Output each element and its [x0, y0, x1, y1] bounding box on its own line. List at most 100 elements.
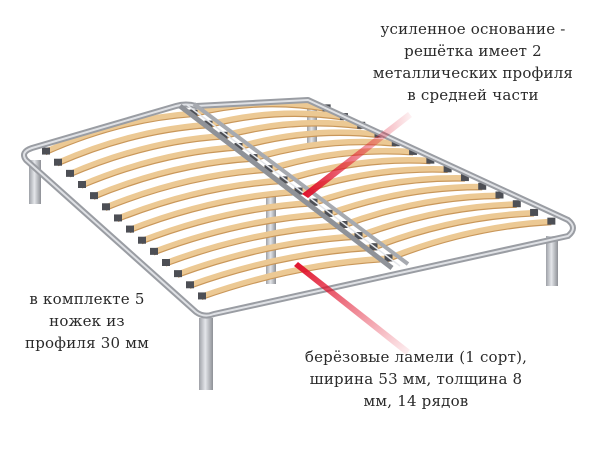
slat-edge-right-12	[358, 206, 517, 240]
leg-front-left	[199, 318, 213, 390]
slat-right-4	[237, 129, 379, 150]
slat-right-11	[342, 192, 500, 228]
slat-right-9	[312, 174, 465, 206]
slat-edge-right-14	[388, 224, 552, 262]
center-profile-1	[178, 104, 394, 270]
slat-holder-right-12-1	[354, 232, 363, 240]
slat-left-9	[140, 199, 314, 244]
slat-holder-right-10-2	[478, 182, 487, 190]
slat-holder-right-5-1	[249, 154, 258, 162]
slat-right-14	[387, 218, 552, 262]
leg-middle-support	[266, 196, 276, 284]
slat-left-8	[128, 188, 299, 233]
slat-holder-left-13-1	[186, 281, 194, 289]
slat-holder-right-1-1	[189, 109, 198, 117]
slat-edge-left-5	[93, 160, 254, 200]
slat-edge-left-7	[117, 182, 284, 222]
slats-group	[42, 100, 556, 300]
slat-holder-right-11-2	[495, 191, 504, 199]
slat-right-7	[282, 157, 431, 184]
slat-left-1	[44, 110, 194, 155]
slat-edge-left-11	[165, 227, 344, 267]
slat-edge-right-7	[283, 162, 431, 184]
slat-holder-right-4-1	[234, 143, 243, 150]
slat-left-2	[56, 121, 209, 166]
slat-right-6	[267, 147, 414, 173]
slat-edge-left-8	[129, 193, 299, 234]
slat-left-6	[104, 166, 269, 211]
slat-edge-left-13	[189, 249, 374, 289]
slat-edge-right-10	[328, 189, 483, 218]
slat-right-10	[327, 183, 483, 217]
slat-edge-right-11	[343, 197, 500, 229]
slat-holder-right-11-1	[339, 221, 348, 228]
slat-holder-right-6-1	[264, 165, 273, 173]
frame-outer-highlight	[23, 99, 574, 317]
leg-front-right	[546, 236, 558, 286]
annotation-slats: берёзовые ламели (1 сорт), ширина 53 мм,…	[304, 348, 528, 410]
slat-left-7	[116, 177, 284, 222]
slat-edge-right-6	[268, 153, 414, 173]
slat-holder-right-3-1	[219, 131, 228, 139]
slat-left-3	[68, 132, 224, 177]
center-profile-2	[192, 102, 410, 266]
legs-group	[29, 108, 558, 390]
slat-edge-left-14	[201, 260, 389, 300]
slat-left-5	[92, 155, 254, 199]
slat-holder-left-7-1	[114, 214, 122, 222]
slat-left-14	[200, 255, 389, 300]
slat-right-2	[207, 110, 345, 128]
slat-edge-left-9	[141, 205, 314, 245]
slat-edge-right-13	[373, 215, 535, 251]
leg-back-right	[307, 108, 317, 148]
slat-left-12	[176, 233, 359, 277]
slat-edge-left-3	[69, 138, 224, 178]
slat-holder-right-8-1	[294, 187, 303, 195]
slat-holder-right-14-2	[547, 217, 556, 225]
slat-edge-left-1	[45, 115, 194, 156]
arrow-reinforced-base	[302, 112, 412, 198]
slat-holder-left-5-1	[90, 192, 98, 200]
annotation-arrows	[294, 112, 412, 355]
slat-edge-right-4	[238, 134, 379, 151]
slat-left-10	[152, 210, 329, 255]
annotation-reinforced-base: усиленное основание - решётка имеет 2 ме…	[372, 20, 574, 104]
slat-holder-right-8-2	[443, 165, 452, 173]
slat-right-12	[357, 201, 517, 239]
slat-holder-left-14-1	[198, 292, 206, 300]
slat-edge-right-5	[253, 144, 396, 162]
slat-holder-left-3-1	[66, 169, 74, 177]
center-profile-highlight	[186, 104, 401, 267]
slat-holder-left-9-1	[138, 236, 146, 244]
slat-edge-left-6	[105, 171, 269, 211]
slat-right-3	[222, 119, 362, 139]
slat-right-13	[372, 209, 535, 251]
slat-holder-left-10-1	[150, 247, 158, 255]
arrow-slats	[294, 262, 410, 355]
slat-left-13	[188, 244, 374, 289]
slat-holder-left-1-1	[42, 147, 50, 155]
slat-holder-right-2-1	[204, 120, 213, 128]
slat-holder-right-10-1	[324, 209, 333, 217]
slat-holder-right-9-2	[460, 174, 469, 182]
slat-holder-right-13-2	[530, 208, 539, 216]
slat-holder-left-8-1	[126, 225, 134, 233]
slat-edge-right-9	[313, 180, 465, 207]
slat-holder-left-4-1	[78, 181, 86, 188]
slat-edge-left-2	[57, 127, 209, 167]
slat-left-11	[164, 222, 344, 266]
slat-holder-right-7-1	[279, 176, 288, 184]
slat-holder-right-9-1	[309, 198, 318, 206]
slat-edge-left-12	[177, 238, 359, 278]
slat-edge-left-10	[153, 216, 329, 256]
slat-edge-left-4	[81, 149, 239, 189]
slat-holder-left-2-1	[54, 158, 62, 166]
slat-holder-right-7-2	[426, 156, 435, 164]
annotation-legs: в комплекте 5 ножек из профиля 30 мм	[25, 290, 149, 352]
slat-holder-left-11-1	[162, 259, 170, 266]
slat-holder-left-6-1	[102, 203, 110, 211]
slat-left-4	[80, 144, 239, 188]
slat-holder-left-12-1	[174, 270, 182, 278]
